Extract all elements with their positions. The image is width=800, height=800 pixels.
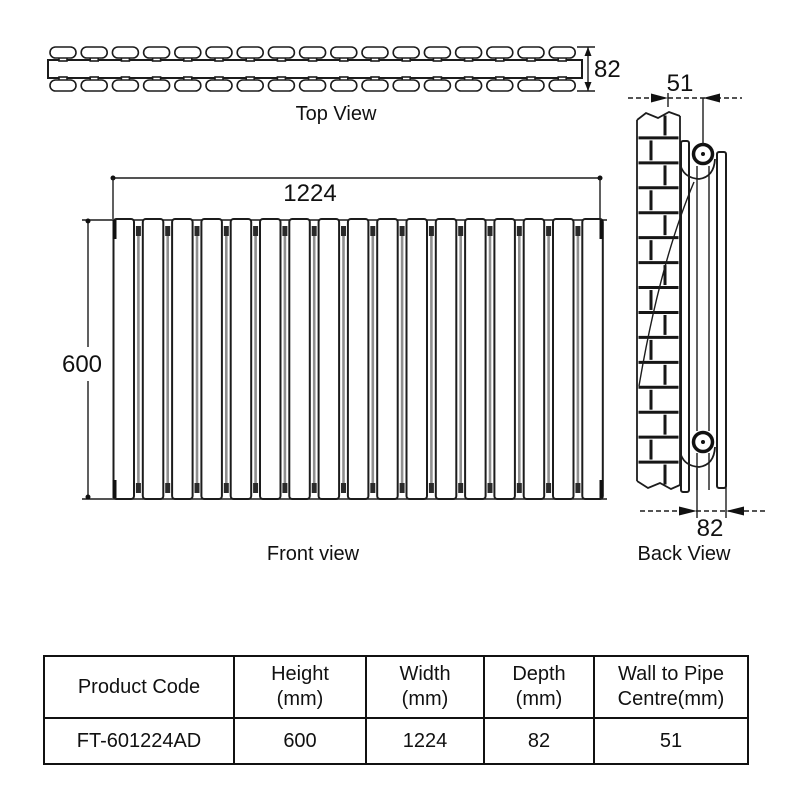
dim-width: 1224 xyxy=(110,175,603,219)
top-view: 82 Top View xyxy=(47,46,621,125)
cell-height: 600 xyxy=(233,717,367,765)
bracket-hook-bottom xyxy=(680,446,716,468)
wall-break-bottom xyxy=(636,480,681,491)
cell-width: 1224 xyxy=(365,717,485,765)
back-wall-to-pipe-value: 51 xyxy=(667,70,694,97)
front-view-label: Front view xyxy=(267,543,360,565)
header-wall-to-pipe: Wall to Pipe Centre(mm) xyxy=(593,655,749,719)
front-panels xyxy=(112,218,604,500)
dim-depth-top: 82 xyxy=(577,46,621,92)
wall-section xyxy=(636,111,681,491)
cell-depth: 82 xyxy=(483,717,595,765)
spec-table-data-row: FT-601224AD 600 1224 82 51 xyxy=(43,717,749,765)
cell-product-code: FT-601224AD xyxy=(43,717,235,765)
technical-drawing: 82 Top View 1224 600 Front view xyxy=(47,46,768,565)
cell-wall-to-pipe: 51 xyxy=(593,717,749,765)
front-height-value: 600 xyxy=(62,351,102,378)
top-view-header-bar xyxy=(47,59,583,79)
header-depth: Depth (mm) xyxy=(483,655,595,719)
spec-table-header-row: Product Code Height (mm) Width (mm) Dept… xyxy=(43,655,749,719)
back-depth-value: 82 xyxy=(697,515,724,542)
spec-table: Product Code Height (mm) Width (mm) Dept… xyxy=(43,655,749,765)
bracket-arm xyxy=(638,181,695,387)
dim-depth-back: 82 xyxy=(640,455,768,542)
header-width: Width (mm) xyxy=(365,655,485,719)
bracket-hook-top xyxy=(680,158,716,180)
dim-wall-to-pipe: 51 xyxy=(628,70,742,145)
radiator-profile xyxy=(638,140,727,493)
header-product-code: Product Code xyxy=(43,655,235,719)
brick-hatch xyxy=(638,115,679,485)
front-view: 1224 600 Front view xyxy=(62,175,607,565)
top-view-label: Top View xyxy=(296,103,377,125)
wall-break-top xyxy=(636,111,681,121)
top-view-tube-row xyxy=(49,46,577,92)
back-view: 51 82 Back View xyxy=(628,70,768,565)
top-depth-value: 82 xyxy=(594,56,621,83)
header-height: Height (mm) xyxy=(233,655,367,719)
front-width-value: 1224 xyxy=(283,180,336,207)
back-view-label: Back View xyxy=(637,543,731,565)
dim-height: 600 xyxy=(62,218,102,500)
